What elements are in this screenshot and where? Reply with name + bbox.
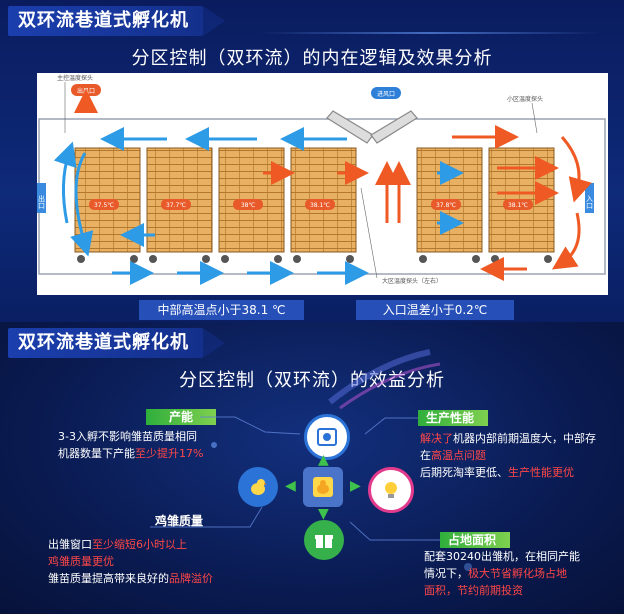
outlet-label: 出风口 — [77, 87, 95, 95]
chick-quality-line3: 雏苗质量提高带来良好的品牌溢价 — [48, 570, 213, 587]
temp-badges: 37.5℃ 37.7℃ 38℃ 38.1℃ 37.8℃ 38.1℃ — [89, 199, 533, 210]
chick-quality-line3a: 雏苗质量提高带来良好的 — [48, 572, 169, 585]
chick-quality-label: 鸡雏质量 — [155, 514, 204, 528]
performance-line1: 解决了机器内部前期温度大，中部存 — [420, 430, 596, 447]
small-probe-label: 小区温度探头 — [507, 95, 543, 103]
top-title: 双环流巷道式孵化机 — [8, 6, 225, 36]
performance-line3b: 生产性能更优 — [508, 466, 574, 479]
temp-badge-1: 37.5℃ — [94, 202, 114, 209]
arrow-up-icon: ▲ — [318, 452, 329, 468]
chick-quality-text: 出雏窗口至少缩短6小时以上 鸡雏质量更优 雏苗质量提高带来良好的品牌溢价 — [48, 536, 213, 587]
performance-text: 解决了机器内部前期温度大，中部存 在高温点问题 后期死淘率更低、生产性能更优 — [420, 430, 596, 481]
orange-flow-arrows — [74, 89, 592, 281]
caption-inlet-diff: 入口温差小于0.2℃ — [356, 300, 514, 320]
arrow-right-icon: ▶ — [350, 478, 361, 494]
performance-line1a: 解决了 — [420, 432, 453, 445]
temp-badge-4: 38.1℃ — [310, 202, 330, 209]
chick-quality-line1a: 出雏窗口 — [48, 538, 92, 551]
inlet-tag — [371, 87, 401, 99]
performance-line2a: 在 — [420, 449, 431, 462]
productivity-text: 3-3入孵不影响雏苗质量相同 机器数量下产能至少提升17% — [58, 428, 203, 462]
top-subtitle: 分区控制（双环流）的内在逻辑及效果分析 — [131, 48, 493, 69]
arrow-down-icon: ▼ — [318, 506, 329, 522]
temp-badge-5: 37.8℃ — [436, 202, 456, 209]
performance-line1b: 机器内部前期温度大，中部存 — [453, 432, 596, 445]
exit-door-marker — [37, 183, 46, 213]
performance-line3: 后期死淘率更低、生产性能更优 — [420, 464, 596, 481]
productivity-line1: 3-3入孵不影响雏苗质量相同 — [58, 430, 197, 443]
chick-quality-line1: 出雏窗口至少缩短6小时以上 — [48, 536, 213, 553]
performance-label: 生产性能 — [418, 410, 488, 426]
caption-center-temp: 中部高温点小于38.1 ℃ — [139, 300, 304, 320]
chick-quality-line2: 鸡雏质量更优 — [48, 555, 114, 568]
productivity-line2b: 至少提升17% — [135, 447, 204, 460]
performance-line2: 在高温点问题 — [420, 447, 596, 464]
big-probe-label: 大区温度探头（左右） — [382, 277, 442, 285]
top-decor-line — [260, 32, 600, 34]
bulb-icon — [368, 467, 414, 513]
floor-area-line2b: 极大节省孵化场占地 — [468, 567, 567, 580]
floor-area-label: 占地面积 — [440, 532, 510, 548]
temp-badge-6: 38.1℃ — [508, 202, 528, 209]
productivity-line2a: 机器数量下产能 — [58, 447, 135, 460]
airflow-svg: 出口 入口 — [37, 74, 606, 285]
exit-door-label: 出口 — [38, 194, 46, 209]
performance-line3a: 后期死淘率更低、 — [420, 466, 508, 479]
arrow-left-icon: ◀ — [285, 478, 296, 494]
chick-icon — [238, 467, 278, 507]
gift-icon — [304, 520, 344, 560]
temp-badge-2: 37.7℃ — [166, 202, 186, 209]
bottom-title: 双环流巷道式孵化机 — [8, 328, 225, 358]
central-damper — [326, 110, 418, 144]
temp-badge-3: 38℃ — [241, 202, 256, 209]
top-panel: 双环流巷道式孵化机 分区控制（双环流）的内在逻辑及效果分析 出口 入口 — [0, 0, 624, 322]
connector-lines — [150, 416, 440, 541]
blue-flow-arrows — [53, 127, 464, 285]
machine-icon — [304, 414, 350, 460]
hatch-icon — [303, 467, 343, 507]
productivity-line2: 机器数量下产能至少提升17% — [58, 445, 203, 462]
chick-quality-line1b: 至少缩短6小时以上 — [92, 538, 187, 551]
floor-area-line2a: 情况下， — [424, 567, 468, 580]
floor-area-line2: 情况下，极大节省孵化场占地 — [424, 565, 580, 582]
productivity-label: 产能 — [146, 409, 216, 425]
main-probe-label: 主控温度探头 — [57, 74, 93, 82]
decor-swoosh — [211, 349, 472, 571]
chick-quality-line3b: 品牌溢价 — [169, 572, 213, 585]
floor-area-text: 配套30240出雏机，在相同产能 情况下，极大节省孵化场占地 面积，节约前期投资 — [424, 548, 580, 599]
inlet-label: 进风口 — [377, 90, 395, 98]
performance-line2b: 高温点问题 — [431, 449, 486, 462]
airflow-diagram: 出口 入口 — [37, 73, 608, 295]
trolley-wheels — [77, 255, 552, 263]
bottom-panel: 双环流巷道式孵化机 分区控制（双环流）的效益分析 产能 3-3入孵不影响雏苗质量… — [0, 322, 624, 614]
entry-door-label: 入口 — [586, 195, 594, 209]
floor-area-line3: 面积，节约前期投资 — [424, 584, 523, 597]
floor-area-line1: 配套30240出雏机，在相同产能 — [424, 550, 580, 563]
